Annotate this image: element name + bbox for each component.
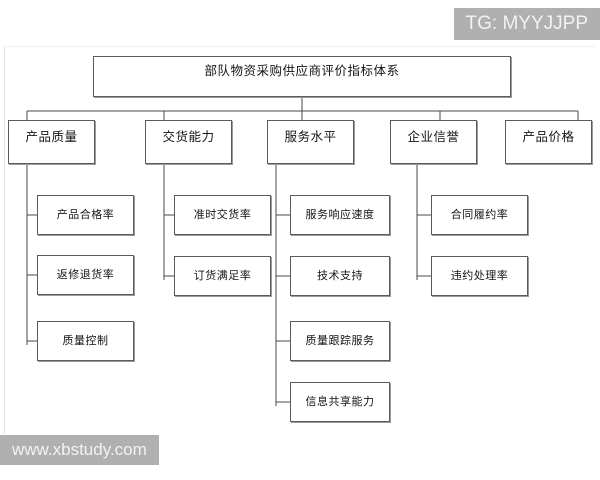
node-repair-return-rate-label: 返修退货率 [56,267,115,281]
node-root[interactable]: 部队物资采购供应商评价指标体系 [93,56,511,97]
watermark-bottom-left: www.xbstudy.com [0,435,159,465]
node-breach-handling-rate[interactable]: 违约处理率 [431,256,528,296]
node-information-sharing-capability-label: 信息共享能力 [305,394,375,408]
node-product-price-label: 产品价格 [522,129,575,144]
node-delivery-capability[interactable]: 交货能力 [145,120,232,164]
watermark-top-right-text: TG: MYYJJPP [465,13,588,34]
node-quality-tracking-service-label: 质量跟踪服务 [305,333,375,347]
node-enterprise-reputation[interactable]: 企业信誉 [390,120,477,164]
node-service-level-label: 服务水平 [284,129,337,144]
node-ontime-delivery-rate-label: 准时交货率 [193,207,252,221]
node-enterprise-reputation-label: 企业信誉 [407,129,460,144]
node-order-fulfillment-rate-label: 订货满足率 [193,268,252,282]
node-quality-control-label: 质量控制 [62,333,109,347]
node-contract-fulfillment-rate-label: 合同履约率 [450,207,509,221]
node-information-sharing-capability[interactable]: 信息共享能力 [290,382,390,422]
node-product-quality-label: 产品质量 [25,129,78,144]
node-product-qualification-rate[interactable]: 产品合格率 [37,195,134,235]
node-product-price[interactable]: 产品价格 [505,120,592,164]
node-repair-return-rate[interactable]: 返修退货率 [37,255,134,295]
node-technical-support[interactable]: 技术支持 [290,256,390,296]
node-product-quality[interactable]: 产品质量 [8,120,95,164]
node-contract-fulfillment-rate[interactable]: 合同履约率 [431,195,528,235]
node-service-response-speed[interactable]: 服务响应速度 [290,195,390,235]
node-product-qualification-rate-label: 产品合格率 [56,207,115,221]
node-quality-tracking-service[interactable]: 质量跟踪服务 [290,321,390,361]
node-technical-support-label: 技术支持 [317,268,363,282]
node-breach-handling-rate-label: 违约处理率 [450,268,509,282]
node-root-label: 部队物资采购供应商评价指标体系 [204,63,400,78]
node-delivery-capability-label: 交货能力 [162,129,215,144]
node-ontime-delivery-rate[interactable]: 准时交货率 [174,195,271,235]
node-quality-control[interactable]: 质量控制 [37,321,134,361]
node-service-level[interactable]: 服务水平 [267,120,354,164]
node-service-response-speed-label: 服务响应速度 [305,207,375,221]
watermark-top-right: TG: MYYJJPP [453,8,600,40]
watermark-bottom-left-text: www.xbstudy.com [12,440,147,459]
node-order-fulfillment-rate[interactable]: 订货满足率 [174,256,271,296]
